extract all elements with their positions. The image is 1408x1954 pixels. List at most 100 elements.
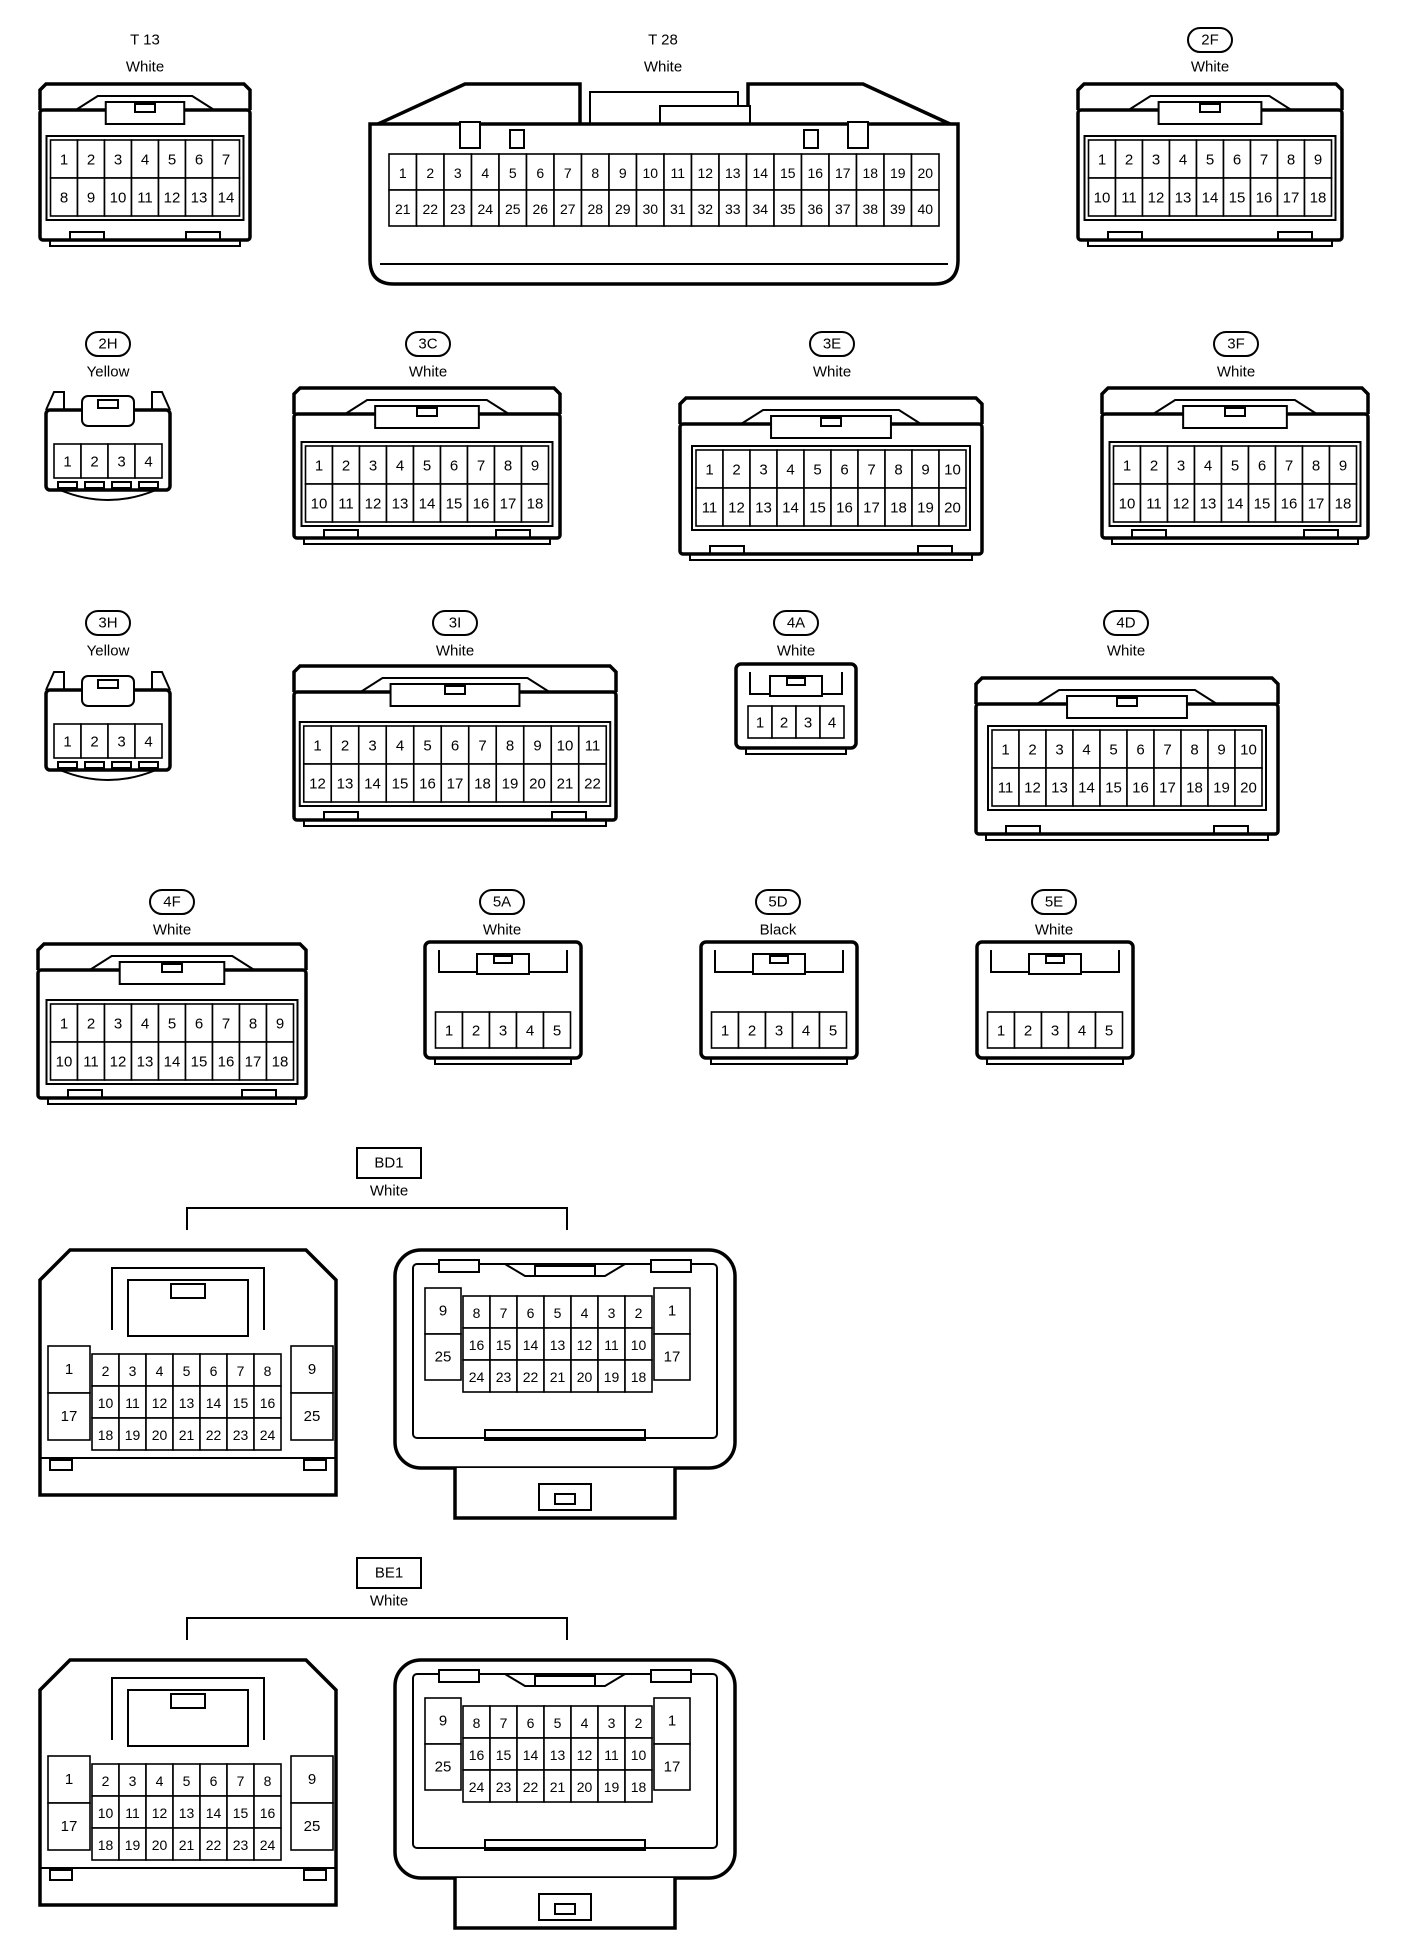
shape — [134, 103, 156, 113]
shape — [1108, 441, 1362, 527]
connector-id: 5A — [493, 894, 511, 911]
shape — [69, 231, 105, 241]
shape — [241, 1089, 277, 1099]
pin-cell — [570, 1327, 599, 1361]
pin-number: 5 — [553, 1023, 561, 1040]
pin-number: 16 — [260, 1395, 276, 1411]
pin-number: 5 — [423, 458, 431, 475]
pin-cell — [653, 1287, 691, 1335]
pin-number: 1 — [1098, 152, 1106, 169]
shape — [551, 811, 587, 821]
connector-label: T 13 White — [126, 32, 164, 76]
pin-number: 4 — [144, 454, 152, 471]
pin-number: 8 — [473, 1715, 481, 1731]
shape — [1128, 95, 1292, 111]
pair-id: BD1 — [374, 1155, 403, 1172]
pin-number: 17 — [664, 1759, 681, 1776]
pin-cell — [938, 449, 967, 489]
pin-number: 17 — [1159, 780, 1176, 797]
pin-number: 16 — [1281, 496, 1298, 513]
pin-cell — [415, 189, 445, 227]
pin-number: 19 — [125, 1837, 141, 1853]
pin-cell — [1195, 177, 1225, 217]
pin-number: 2 — [748, 1023, 756, 1040]
pin-cell — [1094, 1011, 1124, 1049]
pin-number: 7 — [1260, 152, 1268, 169]
pin-number: 24 — [260, 1837, 276, 1853]
pin-cell — [520, 445, 550, 485]
pin-number: 4 — [144, 734, 152, 751]
shape — [1045, 955, 1065, 964]
pin-cell — [184, 177, 214, 217]
pin-number: 7 — [564, 165, 572, 181]
shape — [59, 769, 157, 781]
pin-number: 10 — [311, 496, 328, 513]
pin-number: 18 — [862, 165, 878, 181]
pin-cell — [253, 1417, 282, 1451]
pin-number: 9 — [619, 165, 627, 181]
pin-cell — [103, 1041, 133, 1081]
pin-number: 4 — [141, 1016, 149, 1033]
pin-number: 20 — [917, 165, 933, 181]
pin-number: 15 — [1254, 496, 1271, 513]
pin-number: 14 — [1202, 190, 1219, 207]
pin-number: 3 — [129, 1773, 137, 1789]
pin-cell — [1247, 483, 1277, 523]
pin-number: 25 — [435, 1759, 452, 1776]
pin-number: 2 — [90, 454, 98, 471]
shape — [57, 481, 78, 489]
pin-number: 11 — [585, 738, 601, 755]
shape — [1213, 825, 1249, 835]
pin-cell — [488, 1011, 518, 1049]
pin-number: 13 — [1200, 496, 1217, 513]
pin-number: 8 — [264, 1363, 272, 1379]
connector-id-badge — [479, 889, 525, 915]
pin-number: 15 — [233, 1805, 249, 1821]
pin-cell — [49, 139, 79, 179]
shape — [97, 679, 119, 689]
pin-cell — [470, 189, 500, 227]
shape — [438, 1259, 480, 1273]
connector-id-badge — [809, 331, 855, 357]
connector-color: Yellow — [87, 643, 130, 660]
pin-cell — [493, 445, 523, 485]
pin-number: 12 — [1024, 780, 1041, 797]
connector-id: T 13 — [130, 32, 160, 49]
pin-number: 1 — [1001, 742, 1009, 759]
pin-number: 3 — [1055, 742, 1063, 759]
shape — [303, 1869, 327, 1881]
pin-number: 7 — [222, 1016, 230, 1033]
pin-number: 31 — [670, 201, 686, 217]
shape — [689, 553, 973, 561]
connector-id: 3C — [418, 336, 437, 353]
shape — [127, 1279, 249, 1337]
pin-number: 28 — [587, 201, 603, 217]
pin-number: 4 — [1179, 152, 1187, 169]
shape — [985, 833, 1269, 841]
pin-number: 5 — [554, 1715, 562, 1731]
pin-number: 23 — [233, 1427, 249, 1443]
pin-cell — [1274, 483, 1304, 523]
pin-cell — [764, 1011, 794, 1049]
shape — [111, 761, 132, 769]
shape — [484, 1839, 646, 1851]
connector-color: White — [1191, 59, 1229, 76]
pin-number: 1 — [668, 1303, 676, 1320]
pin-number: 14 — [752, 165, 768, 181]
pin-number: 15 — [392, 776, 409, 793]
connector-color: White — [126, 59, 164, 76]
connector-id: 4F — [163, 894, 181, 911]
pin-number: 15 — [780, 165, 796, 181]
shape — [534, 1675, 596, 1687]
pin-number: 8 — [591, 165, 599, 181]
pin-number: 3 — [368, 738, 376, 755]
shape — [49, 239, 241, 247]
pin-cell — [520, 483, 550, 523]
pin-number: 11 — [125, 1805, 140, 1821]
pin-number: 22 — [523, 1779, 539, 1795]
